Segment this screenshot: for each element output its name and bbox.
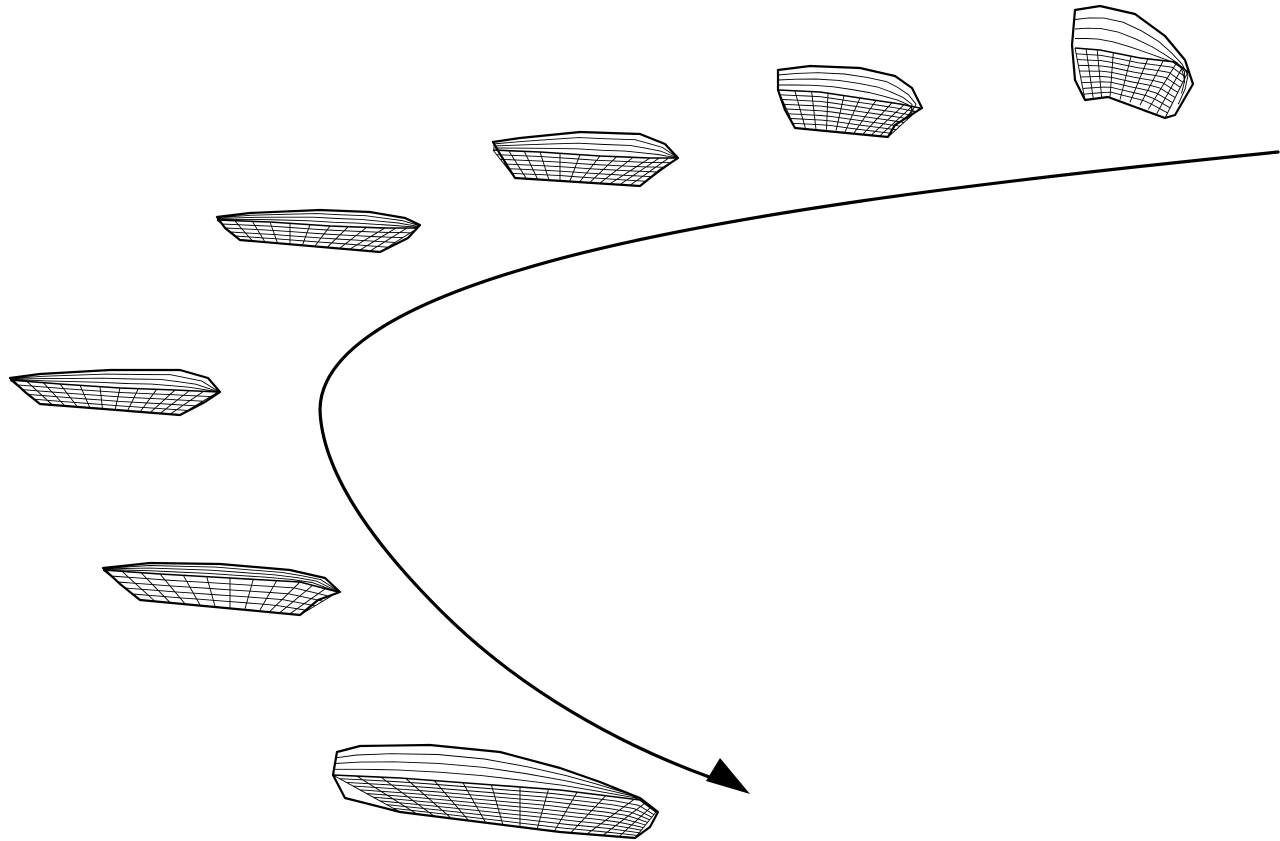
mesh-col-line [115,388,120,410]
mesh-col-line [1097,50,1102,98]
mesh-row-line [110,576,330,597]
mesh-col-line [635,812,656,838]
trajectory-arrow-icon [706,758,750,794]
mesh-col-line [270,222,278,243]
mesh-dome-line [778,85,914,112]
mesh-col-line [854,100,876,133]
mesh-top-edge [10,380,218,392]
mesh-col-line [1086,49,1093,99]
wireframe-shape-icon [1072,6,1193,118]
mesh-col-line [160,574,185,604]
mesh-col-line [245,579,253,609]
mesh-row-line [1081,77,1176,98]
mesh-dome-line [334,769,657,812]
mesh-col-line [183,575,200,605]
mesh-col-line [128,389,139,411]
mesh-col-line [1140,61,1163,105]
mesh-col-line [100,387,103,409]
trajectory [320,152,1278,794]
wireframe-shape-icon [10,370,220,415]
mesh-col-line [122,571,155,601]
mesh-col-line [103,570,140,600]
mesh-row-line [393,808,637,835]
mesh-row-line [500,159,665,167]
wireframe-shape-icon [217,210,420,252]
wireframe-shape-icon [778,66,922,137]
wireframe-shapes [10,6,1193,838]
mesh-col-line [10,380,40,404]
mesh-col-line [252,221,265,242]
mesh-row-line [22,390,203,402]
mesh-col-line [1120,56,1131,99]
mesh-col-line [141,573,170,603]
mesh-col-line [27,381,53,405]
mesh-row-line [118,582,323,601]
mesh-col-line [1110,53,1113,97]
wireframe-shape-icon [103,563,340,615]
wireframe-shape-icon [333,745,658,838]
mesh-col-line [303,225,311,245]
mesh-row-line [497,155,672,163]
wireframe-shape-icon [493,132,678,186]
trajectory-curve [320,152,1278,778]
mesh-col-line [207,577,215,607]
mesh-col-line [80,385,90,408]
mesh-col-line [380,228,418,252]
mesh-row-line [125,588,315,606]
mesh-col-line [888,108,920,137]
mesh-row-line [504,164,659,172]
